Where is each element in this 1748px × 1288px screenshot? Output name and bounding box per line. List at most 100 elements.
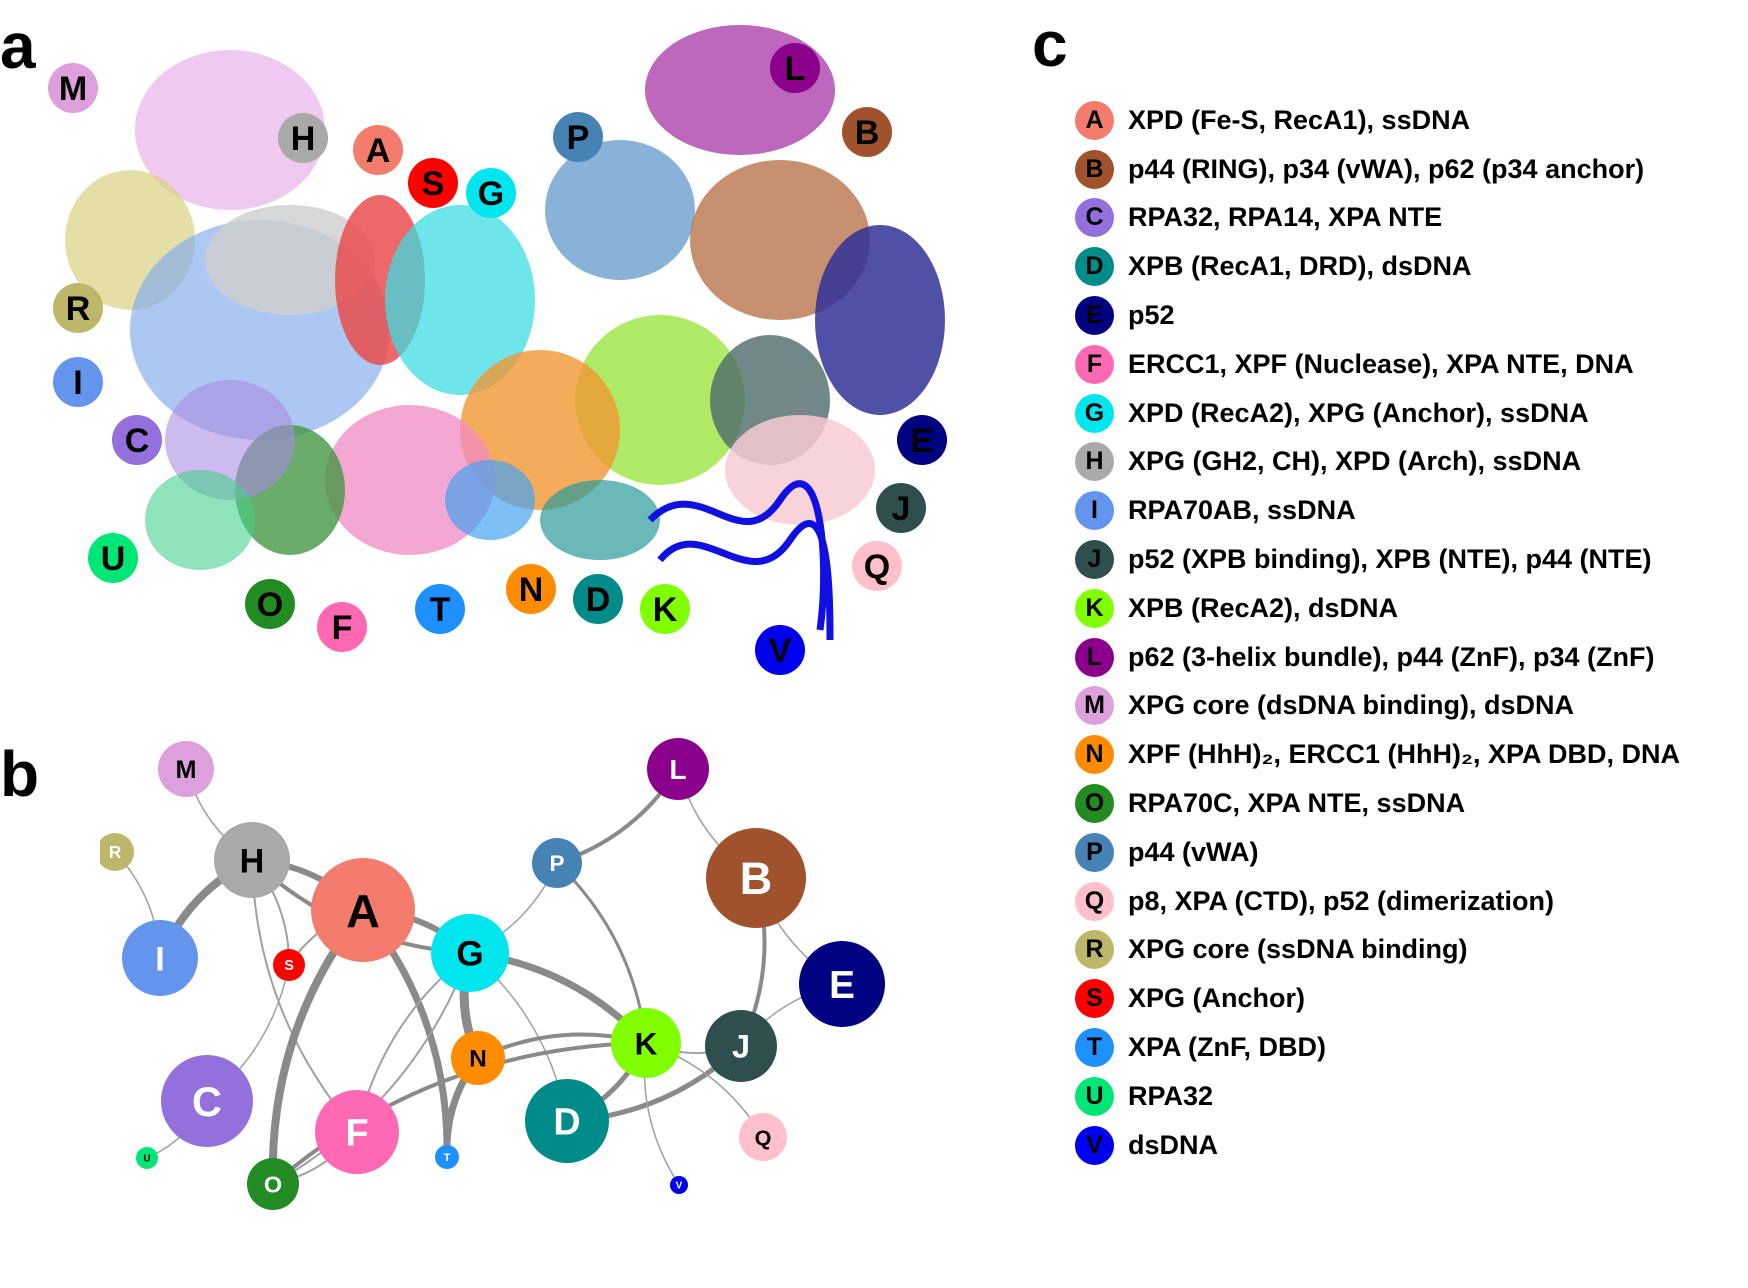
structure-label-c: C	[112, 415, 162, 465]
structure-label-o: O	[245, 579, 295, 629]
network-node-s: S	[273, 949, 305, 981]
legend-text: XPG (GH2, CH), XPD (Arch), ssDNA	[1128, 446, 1582, 477]
svg-text:Q: Q	[755, 1125, 772, 1150]
structure-label-v: V	[755, 625, 805, 675]
network-node-o: O	[247, 1158, 299, 1210]
svg-text:A: A	[346, 885, 380, 937]
network-node-h: H	[214, 822, 290, 898]
svg-text:N: N	[519, 571, 544, 609]
svg-text:A: A	[366, 132, 391, 170]
legend-text: XPA (ZnF, DBD)	[1128, 1032, 1326, 1063]
svg-text:D: D	[586, 581, 611, 619]
network-node-e: E	[799, 941, 885, 1027]
svg-text:P: P	[549, 851, 564, 876]
legend-badge: M	[1075, 686, 1114, 726]
legend-text: XPD (RecA2), XPG (Anchor), ssDNA	[1128, 397, 1589, 428]
structure-label-f: F	[317, 602, 367, 652]
legend-text: RPA32	[1128, 1080, 1214, 1111]
network-node-a: A	[311, 858, 415, 962]
svg-text:R: R	[66, 290, 91, 328]
svg-text:S: S	[284, 958, 294, 974]
structure-label-g: G	[466, 168, 516, 218]
legend-item-t: T XPA (ZnF, DBD)	[1075, 1023, 1745, 1072]
structure-label-h: H	[278, 113, 328, 163]
panel-label-a: a	[0, 10, 36, 82]
svg-text:H: H	[291, 120, 316, 158]
svg-text:M: M	[59, 70, 87, 108]
svg-text:E: E	[911, 422, 934, 460]
structure-label-a: A	[353, 125, 403, 175]
legend-badge: E	[1075, 296, 1114, 336]
svg-text:B: B	[855, 114, 880, 152]
svg-text:K: K	[653, 591, 678, 629]
svg-text:V: V	[769, 632, 792, 670]
svg-text:E: E	[829, 964, 855, 1007]
svg-text:K: K	[635, 1025, 658, 1061]
svg-text:F: F	[332, 609, 353, 647]
network-node-u: U	[136, 1147, 158, 1169]
legend-text: RPA32, RPA14, XPA NTE	[1128, 202, 1443, 233]
legend-item-f: F ERCC1, XPF (Nuclease), XPA NTE, DNA	[1075, 340, 1745, 389]
legend-badge: V	[1075, 1125, 1114, 1165]
svg-text:C: C	[125, 422, 150, 460]
svg-text:R: R	[109, 843, 121, 862]
svg-text:Q: Q	[864, 548, 890, 586]
legend-text: RPA70C, XPA NTE, ssDNA	[1128, 788, 1466, 819]
legend-badge: A	[1075, 100, 1114, 140]
structure-label-r: R	[53, 283, 103, 333]
legend-text: XPG core (ssDNA binding)	[1128, 934, 1468, 965]
legend-item-c: C RPA32, RPA14, XPA NTE	[1075, 194, 1745, 243]
legend-badge: Q	[1075, 881, 1114, 921]
legend-text: XPB (RecA2), dsDNA	[1128, 592, 1399, 623]
network-node-m: M	[158, 741, 214, 797]
network-node-v: V	[670, 1176, 688, 1194]
svg-text:L: L	[785, 50, 806, 88]
network-node-p: P	[532, 838, 582, 888]
legend-badge: T	[1075, 1028, 1114, 1068]
legend-badge: C	[1075, 198, 1114, 238]
legend-badge: L	[1075, 637, 1114, 677]
structure-label-n: N	[506, 564, 556, 614]
svg-text:I: I	[73, 364, 82, 402]
legend-badge: F	[1075, 344, 1114, 384]
svg-text:H: H	[240, 842, 265, 880]
network-node-b: B	[706, 828, 806, 928]
network-node-l: L	[647, 738, 709, 800]
legend-badge: U	[1075, 1076, 1114, 1116]
svg-text:O: O	[257, 586, 283, 624]
svg-text:G: G	[456, 935, 483, 974]
svg-text:G: G	[478, 175, 504, 213]
structure-label-d: D	[573, 574, 623, 624]
legend-text: p44 (RING), p34 (vWA), p62 (p34 anchor)	[1128, 153, 1645, 184]
dsdna-helix	[647, 480, 834, 641]
legend-text: RPA70AB, ssDNA	[1128, 495, 1356, 526]
legend-text: p52 (XPB binding), XPB (NTE), p44 (NTE)	[1128, 544, 1652, 575]
legend-badge: R	[1075, 930, 1114, 970]
svg-text:B: B	[740, 853, 773, 904]
structure-label-u: U	[88, 533, 138, 583]
network-node-d: D	[525, 1079, 609, 1163]
panel-label-b: b	[0, 738, 40, 810]
structure-label-m: M	[48, 63, 98, 113]
legend-text: ERCC1, XPF (Nuclease), XPA NTE, DNA	[1128, 348, 1634, 379]
legend-badge: O	[1075, 784, 1114, 824]
legend-item-u: U RPA32	[1075, 1072, 1745, 1121]
legend-text: p44 (vWA)	[1128, 836, 1259, 867]
legend-text: p8, XPA (CTD), p52 (dimerization)	[1128, 885, 1555, 916]
legend-badge: B	[1075, 149, 1114, 189]
edge-o-k	[271, 1041, 647, 1186]
svg-text:J: J	[892, 490, 911, 528]
network-node-c: C	[161, 1055, 253, 1147]
structure-label-q: Q	[852, 541, 902, 591]
network-node-j: J	[705, 1010, 777, 1082]
svg-text:O: O	[264, 1171, 282, 1197]
